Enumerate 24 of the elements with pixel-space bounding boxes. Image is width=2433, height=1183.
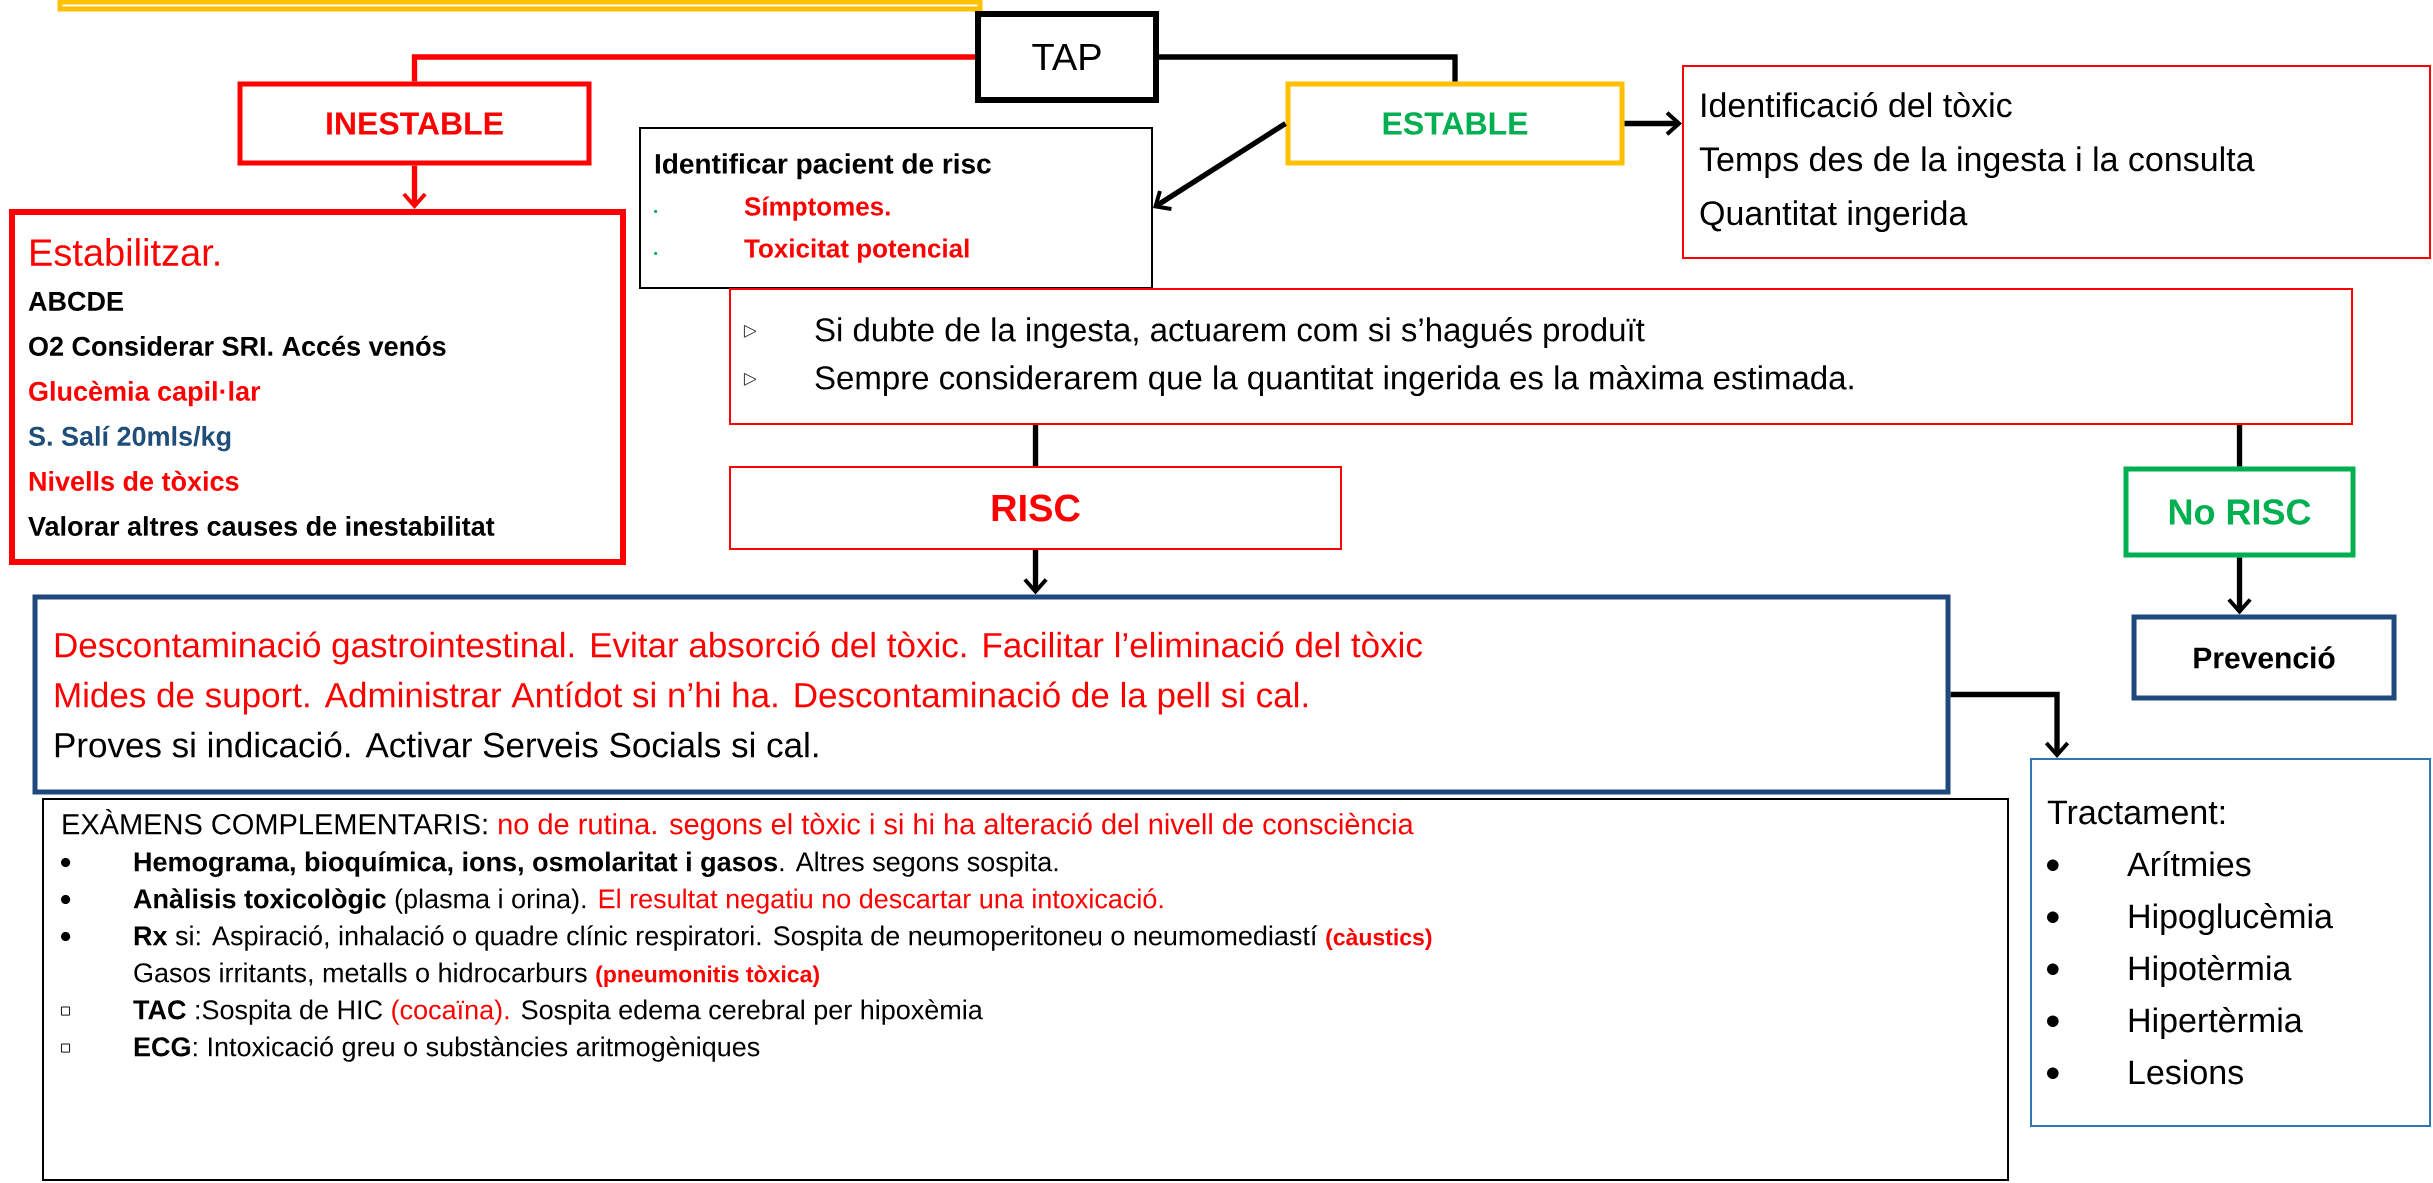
empty-box — [57, 0, 983, 12]
arrow — [402, 165, 427, 209]
arrow — [2227, 557, 2252, 615]
connector-line — [2236, 425, 2243, 467]
action-box: Descontaminació gastrointestinal. Evitar absorció del tòxic. Facilitar l’eliminació del tòxic Mides de suport. Administrar Antídot si n’hi ha. Descontaminació de la pell si cal. Proves si indicació. Activar Serveis Socials si cal. — [32, 594, 1951, 795]
status-box: ESTABLE — [1285, 81, 1625, 166]
start-box: TAP — [975, 11, 1159, 103]
info-box: Si dubte de la ingesta, actuarem com si s’hagués produït Sempre considerarem que la quantitat ingerida es la màxima estimada. — [729, 288, 2354, 425]
connector-line — [1159, 54, 1458, 82]
decision-box: RISC — [729, 466, 1342, 550]
arrow — [1624, 111, 1683, 136]
arrow — [1950, 691, 2070, 758]
connector-line — [1032, 425, 1039, 466]
info-box: Estabilitzar. ABCDE O2 Considerar SRI. Accés venós Glucèmia capil·lar S. Salí 20mls/kg Nivells de tòxics Valorar altres causes de inestabilitat — [9, 209, 626, 565]
arrow — [1153, 121, 1287, 211]
arrow — [1023, 550, 1048, 595]
info-box: Identificar pacient de risc Símptomes. Toxicitat potencial — [639, 127, 1153, 289]
info-box: Identificació del tòxic Temps des de la ingesta i la consulta Quantitat ingerida — [1682, 65, 2432, 259]
connector-line — [411, 54, 975, 82]
exam-box: EXÀMENS COMPLEMENTARIS: no de rutina. segons el tòxic i si hi ha alteració del nivell de consciència Hemograma, bioquímica, ions, osmolaritat i gasos. Altres segons sospita. Anàlisis toxicològic (plasma i orina). El resultat negatiu no descartar una intoxicació. Rx si: Aspiració, inhalació o quadre clínic respiratori. Sospita de neumoperitoneu o neumomediastí (càustics) Gasos irritants, metalls o hidrocarburs (pneumonitis tòxica) TAC :Sospita de HIC (cocaïna). Sospita edema cerebral per hipoxèmia ECG: Intoxicació greu o substàncies aritmogèniques — [42, 798, 2010, 1181]
treatment-box: Tractament: Arítmies Hipoglucèmia Hipotèrmia Hipertèrmia Lesions — [2030, 758, 2432, 1127]
status-box: INESTABLE — [237, 81, 592, 166]
outcome-box: Prevenció — [2131, 614, 2397, 701]
decision-box: No RISC — [2123, 466, 2356, 558]
